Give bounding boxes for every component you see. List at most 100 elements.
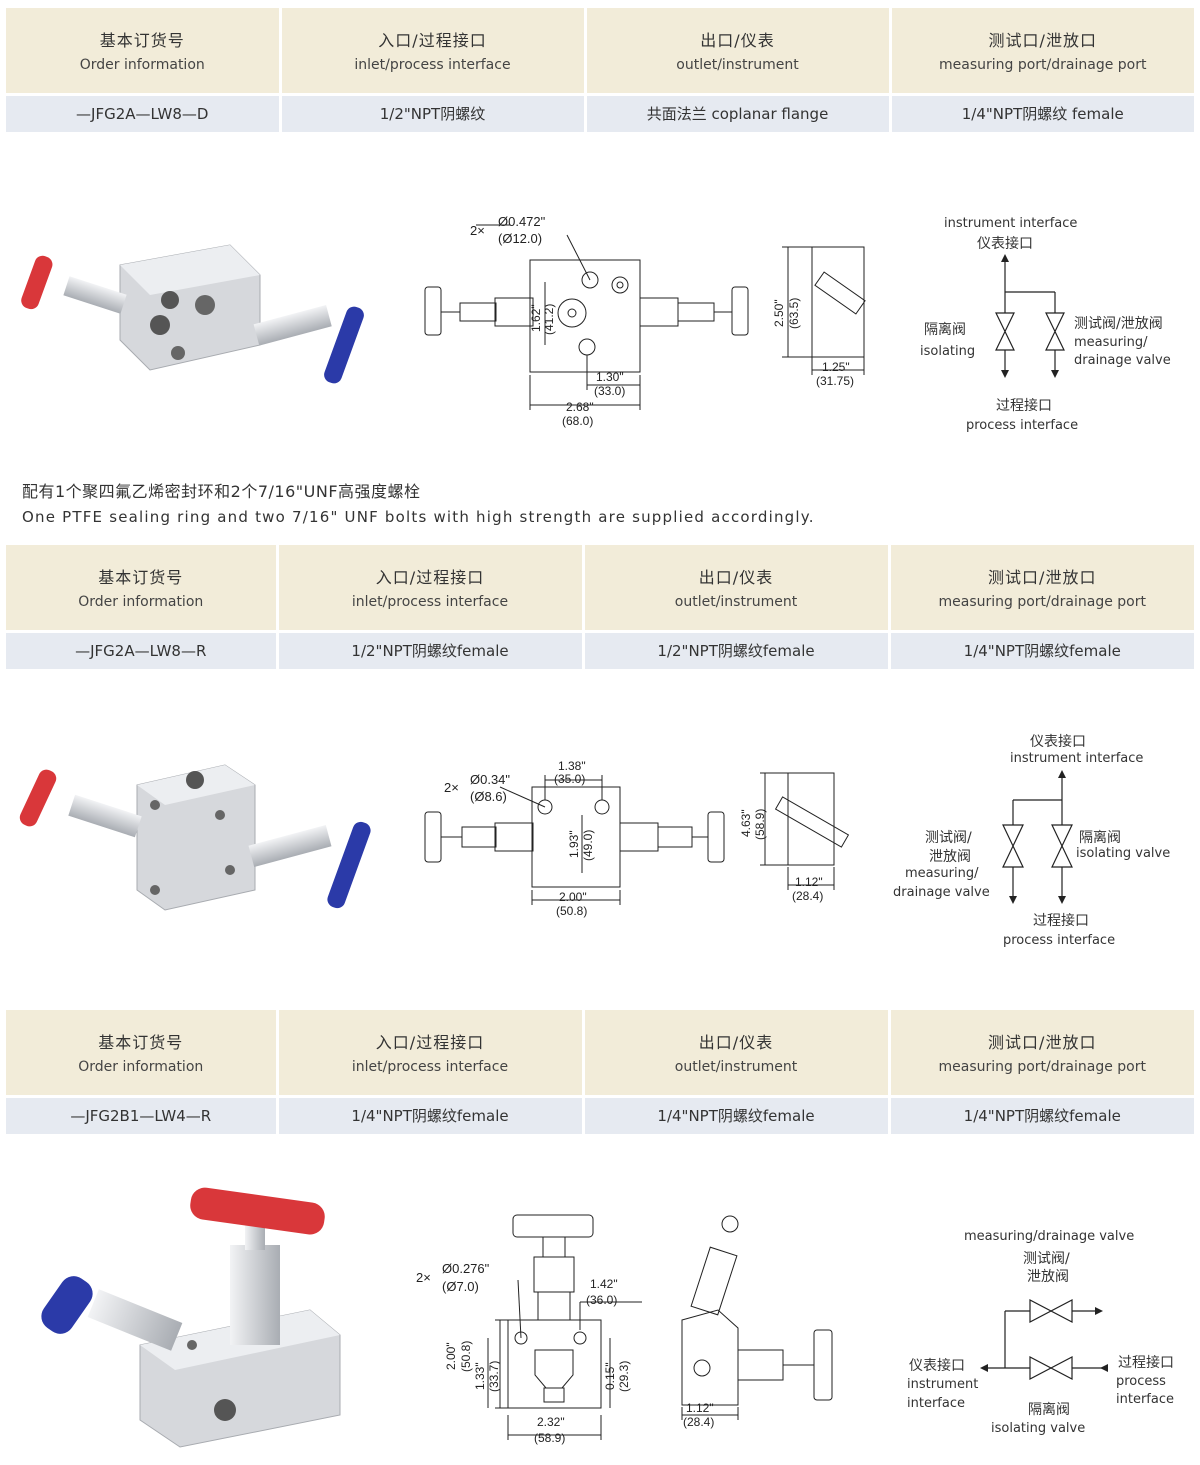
dim-d-in: 1.12" [686,1401,714,1415]
dim-hole-in: Ø0.472" [498,214,546,229]
red-handle-icon [21,255,53,310]
schem2-process-en: process interface [1003,933,1116,948]
schem2-test-zh2: 泄放阀 [929,849,971,865]
schem3-iso-zh: 隔离阀 [1028,1402,1070,1418]
schem3-process-en2: interface [1116,1392,1174,1407]
side-stem [87,1289,183,1351]
schem3-instrument-en2: interface [907,1396,965,1411]
dim-w-in: 2.00" [559,890,587,904]
dim-hole-mm: (Ø12.0) [498,231,542,246]
cell-test: 1/4"NPT阴螺纹female [889,629,1194,669]
schem3-test-en: measuring/drainage valve [964,1229,1135,1244]
dim-v2-mm: (29.3) [617,1361,631,1392]
dim-top-mm: (35.0) [554,772,585,786]
schematic-2-lines [1002,770,1073,904]
dim-d-mm: (28.4) [792,889,823,903]
dim-w-mm: (58.9) [534,1431,565,1445]
schem2-test-zh1: 测试阀/ [925,830,972,846]
schem3-test-zh2: 泄放阀 [1027,1269,1069,1285]
dimension-drawing-3: 2× Ø0.276" (Ø7.0) 1.42" (36.0) 2.00" (50… [416,1214,833,1445]
schem2-instrument-en: instrument interface [1010,751,1144,766]
isolating-valve-icon [1051,824,1073,868]
dim-w-in: 2.68" [566,400,594,414]
dim-h-in: 2.00" [444,1342,458,1370]
block-outline [507,1319,602,1409]
schem3-test-zh1: 测试阀/ [1023,1251,1070,1267]
blue-handle-icon [327,821,371,909]
dim-w-mm: (68.0) [562,414,593,428]
dim-h-mm: (63.5) [787,298,801,329]
dim-hole-count: 2× [470,223,485,238]
cell-test: 1/4"NPT阴螺纹female [889,1094,1194,1134]
schem3-iso-en: isolating valve [991,1421,1086,1436]
dim-v1-in: 1.93" [567,830,581,858]
left-stem [63,276,127,314]
supply-note: 配有1个聚四氟乙烯密封环和2个7/16"UNF高强度螺栓 One PTFE se… [22,478,815,526]
cell-outlet: 共面法兰 coplanar flange [585,92,892,132]
dim-top-in: 1.38" [558,759,586,773]
table-row: —JFG2B1—LW4—R 1/4"NPT阴螺纹female 1/4"NPT阴螺… [6,1094,1194,1134]
schem1-process-zh: 过程接口 [996,398,1052,414]
dim-w-in: 2.32" [537,1415,565,1429]
schematic-1-lines [995,254,1065,378]
dim-v1-mm: (49.0) [581,830,595,861]
schem1-test-en1: measuring/ [1074,335,1148,350]
schem3-instrument-en1: instrument [907,1377,979,1392]
valve-body [119,244,261,371]
dim-hole-in: Ø0.34" [470,772,510,787]
schem2-instrument-zh: 仪表接口 [1030,734,1086,750]
dimension-drawing-2: 2× Ø0.34" (Ø8.6) 1.38" (35.0) 1.93" (49.… [424,759,850,918]
dim-hole-count: 2× [416,1270,431,1285]
dim-v1-mm: (41.2) [542,304,556,335]
right-stem [248,825,332,867]
dim-d-mm: (31.75) [816,374,854,388]
red-handle-icon [19,769,57,827]
dim-h-in: 2.50" [772,299,786,327]
note-zh: 配有1个聚四氟乙烯密封环和2个7/16"UNF高强度螺栓 [22,482,421,501]
schem2-iso-zh: 隔离阀 [1079,830,1121,846]
schematic-2: 仪表接口 instrument interface 测试阀/ 泄放阀 measu… [885,730,1185,955]
test-valve-icon [1029,1299,1073,1323]
schem1-process-en: process interface [966,418,1079,433]
dim-hole-mm: (Ø7.0) [442,1279,479,1294]
dim-d-mm: (28.4) [683,1415,714,1429]
dim-v1-in: 1.33" [473,1362,487,1390]
schem1-iso-en: isolating [920,344,976,359]
dim-v1-in: 1.62" [529,304,543,332]
product-photo-1 [21,244,364,384]
cell-order: —JFG2A—LW8—D [6,92,282,132]
dim-hole-mm: (Ø8.6) [470,789,507,804]
dim-h-in: 4.63" [739,809,753,837]
schem2-test-en2: drainage valve [893,885,990,900]
dim-d-in: 1.12" [795,875,823,889]
vertical-stem [230,1245,280,1345]
dimension-drawing-1: 2× Ø0.472" (Ø12.0) 1.62" (41.2) 1.30" (3… [424,214,866,428]
blue-handle-icon [324,306,364,384]
cell-inlet: 1/4"NPT阴螺纹female [277,1094,585,1134]
test-valve-icon [1045,312,1065,351]
product-photo-3 [41,1187,341,1448]
dim-r-mm: (36.0) [586,1293,617,1307]
dim-hole-in: Ø0.276" [442,1261,490,1276]
cell-order: —JFG2A—LW8—R [6,629,279,669]
table-row: —JFG2A—LW8—R 1/2"NPT阴螺纹female 1/2"NPT阴螺纹… [6,629,1194,669]
product-photo-2 [19,764,371,911]
schem1-test-en2: drainage valve [1074,353,1171,368]
schematic-1: instrument interface 仪表接口 隔离阀 isolating … [900,210,1190,440]
right-stem [253,304,332,346]
schem1-test-zh: 测试阀/泄放阀 [1074,316,1163,332]
table-row: —JFG2A—LW8—D 1/2"NPT阴螺纹 共面法兰 coplanar fl… [6,92,1194,132]
cell-inlet: 1/2"NPT阴螺纹 [280,92,587,132]
